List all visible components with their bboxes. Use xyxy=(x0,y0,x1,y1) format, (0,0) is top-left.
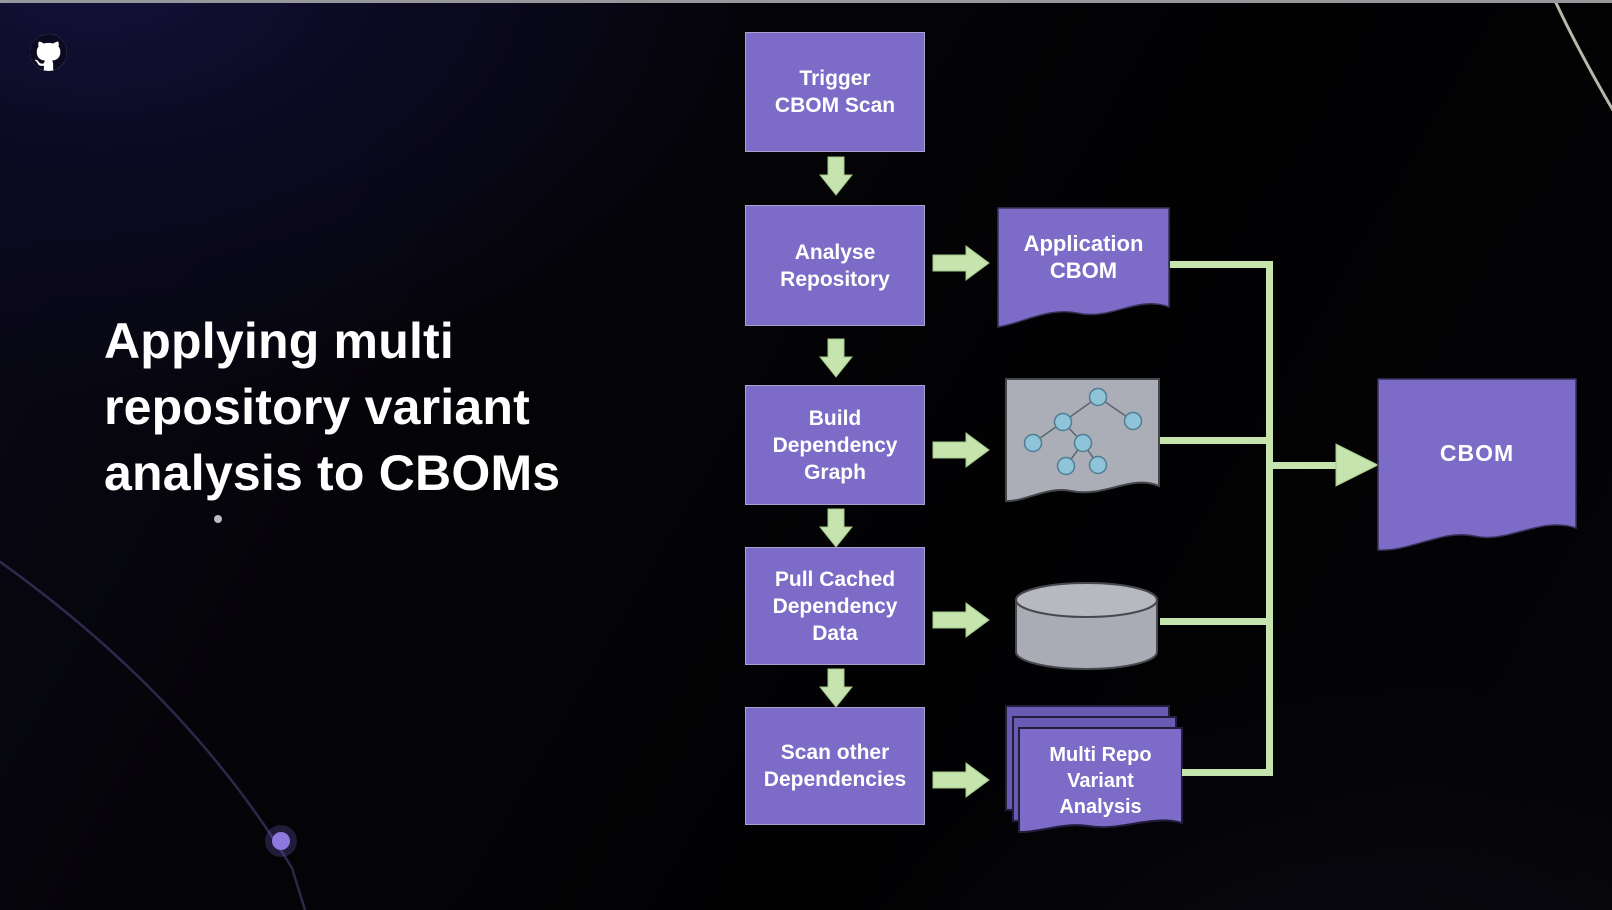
connector-bus-vertical xyxy=(1266,261,1273,776)
flow-step-scan-other-dependencies: Scan other Dependencies xyxy=(745,707,925,825)
down-arrow-icon xyxy=(819,668,853,708)
flow-step-label: Build Dependency Graph xyxy=(772,406,898,484)
flow-step-trigger-cbom-scan: Trigger CBOM Scan xyxy=(745,32,925,152)
title-line-3: analysis to CBOMs xyxy=(104,445,561,501)
title-line-2: repository variant xyxy=(104,379,530,435)
cbom-document xyxy=(1377,378,1577,551)
flow-step-label: Trigger CBOM Scan xyxy=(774,67,896,117)
flow-step-label: Scan other Dependencies xyxy=(763,741,907,791)
flow-step-pull-cached-dependency-data: Pull Cached Dependency Data xyxy=(745,547,925,665)
connector-database xyxy=(1160,618,1273,625)
cbom-arrow-icon xyxy=(1266,443,1379,487)
flow-step-build-dependency-graph: Build Dependency Graph xyxy=(745,385,925,505)
flow-step-analyse-repository: Analyse Repository xyxy=(745,205,925,326)
orbit-arc-decoration xyxy=(0,560,307,910)
light-streak-decoration xyxy=(1553,0,1612,112)
github-logo-icon xyxy=(30,34,67,71)
connector-dependency-graph xyxy=(1160,437,1273,444)
right-arrow-icon xyxy=(932,762,990,798)
right-arrow-icon xyxy=(932,602,990,638)
dependency-graph-document xyxy=(1005,378,1160,503)
right-arrow-icon xyxy=(932,245,990,281)
tree-node-icon xyxy=(1023,387,1143,476)
down-arrow-icon xyxy=(819,508,853,548)
glow-dot-decoration xyxy=(272,832,290,850)
application-cbom-document xyxy=(997,207,1170,328)
speck-decoration xyxy=(214,515,222,523)
database-cylinder-icon xyxy=(1015,582,1158,670)
flow-step-label: Analyse Repository xyxy=(780,240,890,291)
multi-repo-variant-analysis-stack xyxy=(1005,705,1183,834)
right-arrow-icon xyxy=(932,432,990,468)
slide-title: Applying multi repository variant analys… xyxy=(104,308,624,506)
window-edge-bar xyxy=(0,0,1612,3)
connector-multi-repo xyxy=(1182,769,1273,776)
connector-application-cbom xyxy=(1170,261,1273,268)
down-arrow-icon xyxy=(819,156,853,196)
flow-step-label: Pull Cached Dependency Data xyxy=(772,567,898,645)
down-arrow-icon xyxy=(819,338,853,378)
title-line-1: Applying multi xyxy=(104,313,454,369)
